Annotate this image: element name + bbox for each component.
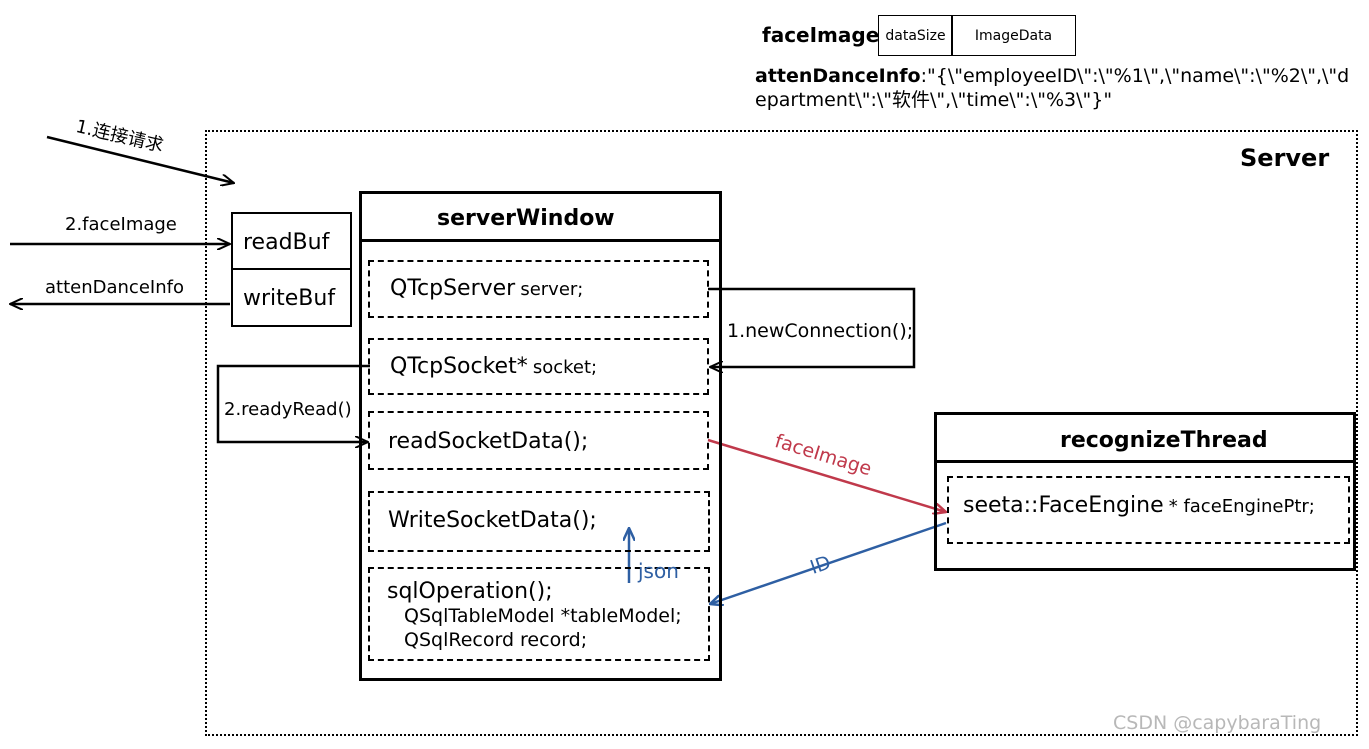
ready-read-label: 2.readyRead() — [224, 399, 352, 420]
read-buffer-label: readBuf — [243, 230, 330, 255]
face-engine-member: seeta::FaceEngine * faceEnginePtr; — [947, 476, 1350, 544]
atten-info-out-label: attenDanceInfo — [45, 277, 184, 298]
recognize-thread-class — [934, 412, 1356, 571]
tcp-socket-type: QTcpSocket* — [390, 354, 528, 379]
ready-read-connector — [216, 364, 370, 442]
write-buffer: writeBuf — [231, 268, 352, 327]
tcp-server-member: QTcpServer server; — [368, 260, 709, 318]
server-window-title: serverWindow — [437, 206, 615, 231]
id-signal-arrow — [710, 521, 947, 604]
read-socket-data-method: readSocketData(); — [368, 411, 709, 470]
tcp-server-text: QTcpServer server; — [390, 278, 583, 300]
server-window-class — [359, 191, 722, 681]
read-socket-data-label: readSocketData(); — [388, 429, 589, 454]
recognize-thread-divider — [935, 460, 1355, 463]
sql-table-model-label: QSqlTableModel *tableModel; — [404, 605, 682, 627]
face-engine-text: seeta::FaceEngine * faceEnginePtr; — [963, 495, 1315, 517]
face-image-format-label: faceImage — [762, 23, 880, 47]
connect-request-arrow — [46, 135, 234, 183]
atten-format-line1: attenDanceInfo:"{\"employeeID\":\"%1\",\… — [755, 67, 1349, 86]
write-socket-data-method: WriteSocketData(); — [368, 491, 710, 552]
new-connection-label: 1.newConnection(); — [727, 320, 914, 342]
tcp-socket-var: socket; — [532, 357, 598, 378]
tcp-server-var: server; — [520, 279, 584, 300]
format-cell-datasize: dataSize — [878, 15, 953, 56]
read-buffer: readBuf — [231, 212, 352, 270]
json-signal-label: json — [638, 559, 679, 583]
write-socket-data-label: WriteSocketData(); — [388, 508, 597, 533]
face-engine-type: seeta::FaceEngine — [963, 493, 1164, 518]
atten-format-value-1: :"{\"employeeID\":\"%1\",\"name\":\"%2\"… — [920, 65, 1350, 87]
face-image-signal-arrow — [707, 438, 946, 512]
sql-operation-label: sqlOperation(); — [387, 579, 553, 604]
face-engine-var: * faceEnginePtr; — [1168, 496, 1315, 517]
watermark: CSDN @capybaraTing — [1113, 712, 1322, 734]
write-buffer-label: writeBuf — [243, 286, 336, 311]
server-window-divider — [360, 239, 721, 242]
new-connection-connector — [708, 287, 916, 367]
server-title: Server — [1240, 144, 1330, 172]
tcp-socket-text: QTcpSocket* socket; — [390, 356, 597, 378]
tcp-socket-member: QTcpSocket* socket; — [368, 338, 709, 395]
sql-operation-method: sqlOperation(); QSqlTableModel *tableMod… — [368, 567, 710, 661]
sql-record-label: QSqlRecord record; — [404, 629, 588, 651]
recognize-thread-title: recognizeThread — [1060, 428, 1268, 453]
atten-format-label: attenDanceInfo — [755, 65, 921, 87]
tcp-server-type: QTcpServer — [390, 276, 516, 301]
face-image-in-label: 2.faceImage — [65, 214, 177, 235]
server-boundary — [205, 130, 1358, 736]
format-cell-imagedata: ImageData — [951, 15, 1076, 56]
atten-format-value-2: epartment\":\"软件\",\"time\":\"%3\"}" — [755, 89, 1113, 111]
